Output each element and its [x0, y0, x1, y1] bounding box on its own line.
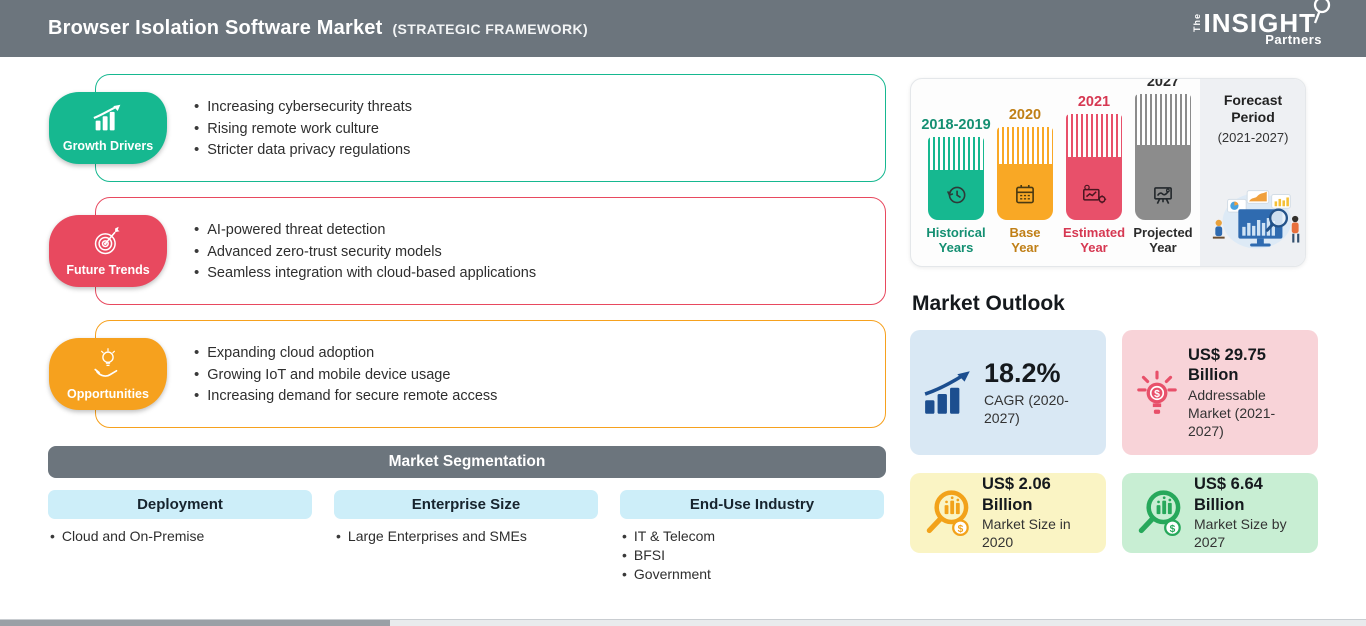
forecast-period-range: (2021-2027): [1217, 129, 1289, 145]
addressable-market-value: US$ 29.75 Billion: [1188, 345, 1266, 385]
target-dart-icon: [90, 225, 126, 262]
timeline-bar-projected: 2027 Projected Year: [1133, 78, 1193, 256]
column-header: Deployment: [48, 490, 312, 519]
cagr-growth-icon: [922, 370, 976, 416]
page-subtitle: (STRATEGIC FRAMEWORK): [392, 21, 589, 37]
year-label: 2027: [1146, 78, 1180, 91]
list-item: •Growing IoT and mobile device usage: [194, 365, 451, 383]
timeline-bar-base: 2020 Base Year: [996, 107, 1054, 256]
growth-drivers-section: Growth Drivers •Increasing cybersecurity…: [49, 74, 886, 182]
year-label: 2018-2019: [921, 117, 991, 134]
badge-label: Opportunities: [67, 387, 149, 401]
logo-partners-text: Partners: [1265, 32, 1322, 47]
year-label: 2021: [1077, 94, 1111, 111]
page-title: Browser Isolation Software Market: [48, 17, 383, 39]
timeline-bar-estimated: 2021 Estimated Year: [1062, 94, 1126, 256]
list-item: •Cloud and On-Premise: [50, 528, 205, 544]
list-item: •Seamless integration with cloud-based a…: [194, 264, 537, 281]
bar-projected: [1135, 94, 1191, 221]
cagr-card: 18.2% CAGR (2020-2027): [910, 330, 1106, 455]
outlook-column: 2018-2019 Historical Years 2020: [910, 74, 1320, 553]
clock-history-icon: [943, 182, 969, 213]
list-item: •AI-powered threat detection: [194, 221, 386, 238]
magnifier-icon: [1310, 0, 1332, 31]
column-header: End-Use Industry: [620, 490, 884, 519]
category-label: Base Year: [1009, 225, 1041, 256]
market-size-2020-value: US$ 2.06 Billion: [982, 474, 1051, 514]
market-size-2027-card: $ US$ 6.64 Billion Market Size by 2027: [1122, 473, 1318, 553]
list-item: •Rising remote work culture: [194, 119, 379, 137]
bulb-hand-icon: [91, 347, 125, 386]
growth-drivers-badge: Growth Drivers: [49, 92, 167, 164]
page-title-wrap: Browser Isolation Software Market (STRAT…: [48, 17, 588, 40]
header-bar: Browser Isolation Software Market (STRAT…: [0, 0, 1366, 57]
opportunities-badge: Opportunities: [49, 338, 167, 410]
list-item: •Expanding cloud adoption: [194, 344, 375, 361]
forecast-period-label: Forecast Period: [1223, 92, 1283, 125]
segmentation-column-enterprise-size: Enterprise Size •Large Enterprises and S…: [334, 490, 598, 585]
dollar-bulb-icon: $: [1134, 368, 1180, 418]
presentation-icon: [1150, 182, 1176, 213]
addressable-market-label: Addressable Market (2021-2027): [1188, 386, 1276, 439]
content-area: Growth Drivers •Increasing cybersecurity…: [0, 57, 1366, 619]
category-label: Projected Year: [1133, 225, 1193, 256]
svg-text:$: $: [1154, 389, 1160, 400]
calendar-icon: [1012, 182, 1038, 213]
horizontal-scrollbar-track[interactable]: [0, 619, 1366, 626]
list-item: •IT & Telecom: [622, 528, 716, 544]
market-size-2020-card: $ US$ 2.06 Billion Market Size in 2020: [910, 473, 1106, 553]
market-outlook-title: Market Outlook: [912, 292, 1065, 315]
bar-historical: [928, 137, 984, 221]
svg-text:$: $: [958, 524, 964, 535]
magnifier-chart-icon: $: [922, 487, 974, 539]
list-item: •Advanced zero-trust security models: [194, 242, 442, 260]
badge-label: Growth Drivers: [62, 139, 154, 153]
market-size-2020-label: Market Size in 2020: [982, 516, 1071, 551]
estimate-chart-icon: [1080, 182, 1108, 213]
market-outlook-cards: 18.2% CAGR (2020-2027) $ US$ 29.75 Billi…: [910, 330, 1320, 553]
growth-chart-icon: [88, 103, 128, 138]
segmentation-columns: Deployment •Cloud and On-Premise Enterpr…: [48, 490, 886, 585]
list-item: •Increasing demand for secure remote acc…: [194, 387, 498, 404]
market-size-2027-label: Market Size by 2027: [1194, 516, 1287, 551]
insight-partners-logo: The INSIGHT Partners: [1191, 0, 1332, 47]
logo-insight-text: INSIGHT: [1203, 8, 1316, 38]
logo-the-text: The: [1191, 13, 1202, 33]
future-trends-badge: Future Trends: [49, 215, 167, 287]
horizontal-scrollbar-thumb[interactable]: [0, 620, 390, 626]
year-label: 2020: [1008, 107, 1042, 124]
market-size-2027-value: US$ 6.64 Billion: [1194, 474, 1263, 514]
future-trends-section: Future Trends •AI-powered threat detecti…: [49, 197, 886, 305]
badge-label: Future Trends: [66, 263, 150, 277]
segmentation-column-deployment: Deployment •Cloud and On-Premise: [48, 490, 312, 585]
bar-estimated: [1066, 114, 1122, 221]
bar-base: [997, 127, 1053, 221]
list-item: •Stricter data privacy regulations: [194, 141, 411, 158]
list-item: •BFSI: [622, 547, 666, 563]
addressable-market-card: $ US$ 29.75 Billion Addressable Market (…: [1122, 330, 1318, 455]
cagr-label: CAGR (2020-2027): [984, 391, 1069, 426]
analytics-illustration: [1206, 185, 1300, 260]
category-label: Historical Years: [926, 225, 986, 256]
list-item: •Government: [622, 566, 711, 582]
timeline-panel: 2018-2019 Historical Years 2020: [910, 78, 1306, 267]
forecast-period-panel: Forecast Period (2021-2027): [1200, 79, 1305, 266]
segmentation-column-end-use-industry: End-Use Industry •IT & Telecom •BFSI •Go…: [620, 490, 884, 585]
timeline-bars: 2018-2019 Historical Years 2020: [911, 79, 1200, 266]
list-item: •Large Enterprises and SMEs: [336, 528, 527, 544]
magnifier-chart-icon: $: [1134, 487, 1186, 539]
timeline-bar-historical: 2018-2019 Historical Years: [921, 117, 990, 256]
column-header: Enterprise Size: [334, 490, 598, 519]
market-segmentation-bar: Market Segmentation: [48, 446, 886, 478]
list-item: •Increasing cybersecurity threats: [194, 98, 412, 115]
framework-column: Growth Drivers •Increasing cybersecurity…: [48, 74, 886, 585]
opportunities-section: Opportunities •Expanding cloud adoption …: [49, 320, 886, 428]
category-label: Estimated Year: [1062, 225, 1126, 256]
svg-text:$: $: [1170, 524, 1176, 535]
cagr-value: 18.2%: [984, 358, 1061, 389]
